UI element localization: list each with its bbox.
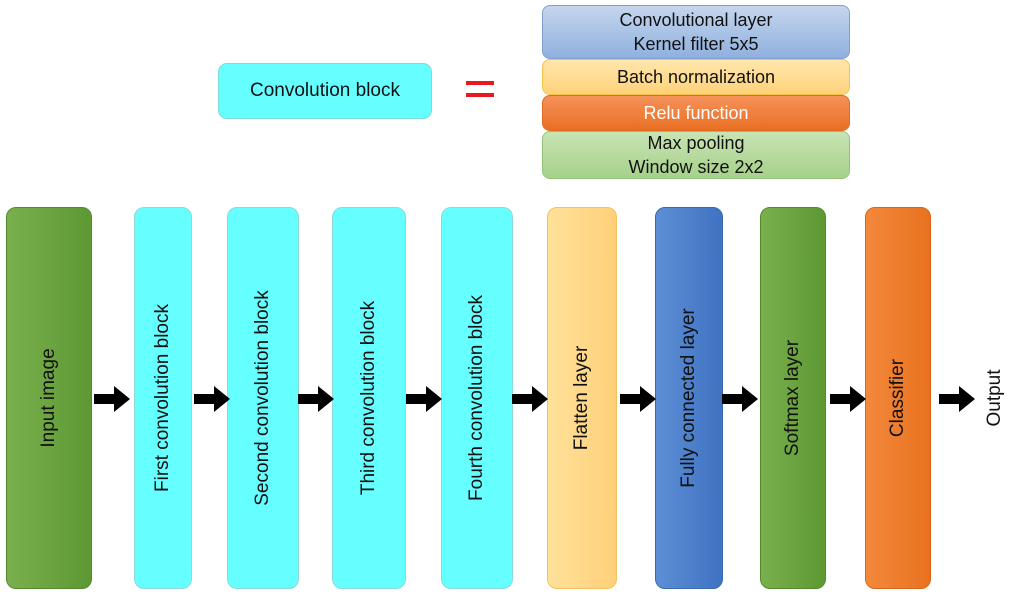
arrow-right-icon — [298, 386, 334, 412]
stage-label: Classifier — [887, 358, 908, 438]
stage-second-conv-block: Second convolution block — [227, 207, 299, 589]
convolution-block-legend: Convolution block — [218, 63, 432, 119]
arrow-right-icon — [620, 386, 656, 412]
stage-label: Flatten layer — [571, 345, 592, 451]
stage-label: Third convolution block — [358, 300, 379, 496]
stage-label: First convolution block — [152, 304, 173, 492]
equivalence-sign — [466, 78, 494, 100]
output-label: Output — [984, 369, 1005, 427]
stage-softmax-layer: Softmax layer — [760, 207, 826, 589]
stage-fourth-conv-block: Fourth convolution block — [441, 207, 513, 589]
batch-norm-stack-item: Batch normalization — [542, 59, 850, 95]
arrow-right-icon — [830, 386, 866, 412]
arrow-right-icon — [722, 386, 758, 412]
arrow-right-icon — [94, 386, 130, 412]
stage-fully-connected-layer: Fully connected layer — [655, 207, 723, 589]
stage-flatten-layer: Flatten layer — [547, 207, 617, 589]
stage-classifier: Classifier — [865, 207, 931, 589]
stage-first-conv-block: First convolution block — [134, 207, 192, 589]
arrow-right-icon — [939, 386, 975, 412]
conv-layer-stack-item: Convolutional layer Kernel filter 5x5 — [542, 5, 850, 59]
stage-label: Fully connected layer — [678, 308, 699, 488]
arrow-right-icon — [406, 386, 442, 412]
stage-label: Second convolution block — [252, 290, 273, 506]
stage-label: Softmax layer — [782, 339, 803, 457]
stage-third-conv-block: Third convolution block — [332, 207, 406, 589]
stage-input-image: Input image — [6, 207, 92, 589]
arrow-right-icon — [512, 386, 548, 412]
stage-label: Input image — [38, 348, 59, 448]
arrow-right-icon — [194, 386, 230, 412]
relu-stack-item: Relu function — [542, 95, 850, 131]
max-pooling-stack-item: Max pooling Window size 2x2 — [542, 131, 850, 179]
stage-label: Fourth convolution block — [466, 295, 487, 501]
